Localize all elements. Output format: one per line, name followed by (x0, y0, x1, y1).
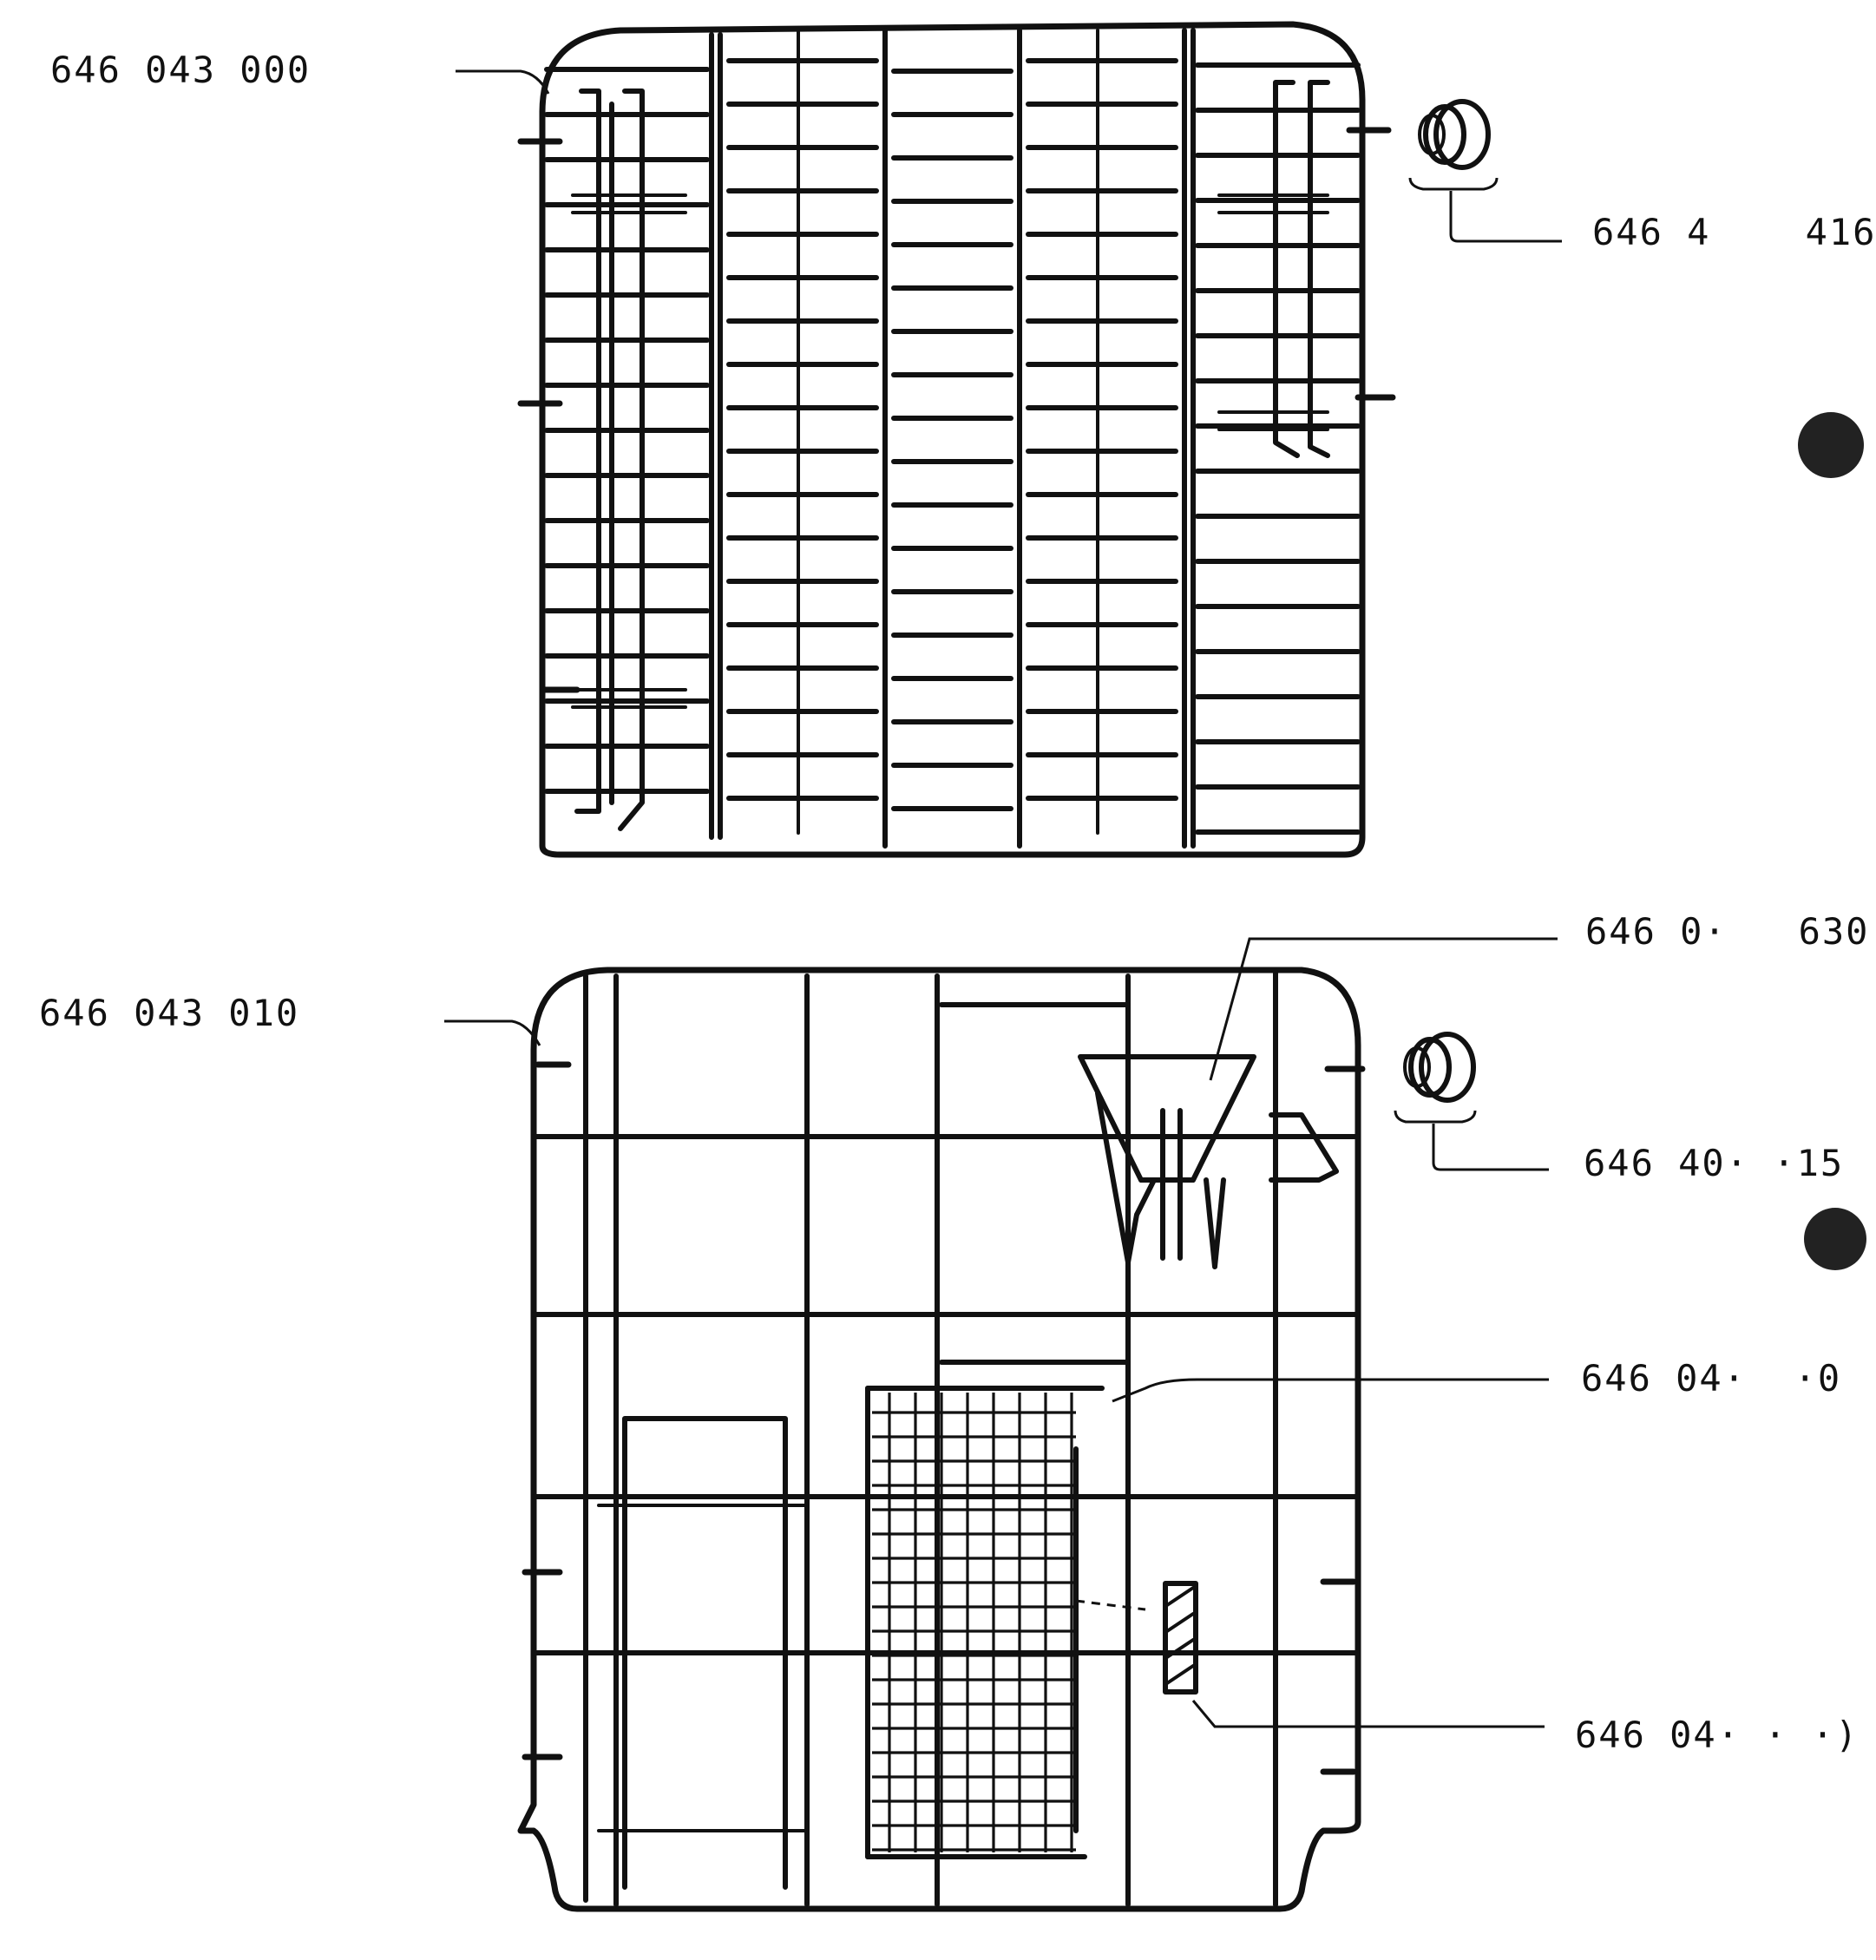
cutlery-basket-part-number: 646 04· ·0 (1581, 1357, 1842, 1400)
clip-leader (1191, 1700, 1545, 1728)
lower-basket-drawing (517, 967, 1366, 1912)
upper-basket-leader (456, 69, 550, 95)
upper-left-rack (544, 67, 710, 794)
upper-roller-part-number: 646 4 416 (1592, 211, 1876, 253)
lower-basket-grid (531, 973, 1361, 1907)
holder-part-number: 646 0· 630 (1585, 910, 1870, 953)
clip-hint-leader (1075, 1599, 1146, 1611)
lower-roller-wheel (1394, 1032, 1549, 1171)
punch-hole-top (1798, 412, 1864, 478)
upper-center-rack (726, 58, 1178, 811)
upper-basket-part-number: 646 043 000 (50, 49, 312, 91)
punch-hole-bottom (1804, 1208, 1866, 1270)
upper-basket-drawing (517, 21, 1396, 858)
clip-part-number: 646 04· · ·) (1575, 1714, 1860, 1756)
lower-basket-leader (444, 1019, 541, 1046)
lower-roller-part-number: 646 40· ·15 (1584, 1142, 1845, 1184)
hatched-clip (1163, 1581, 1198, 1695)
lower-basket-part-number: 646 043 010 (39, 992, 300, 1034)
cutlery-basket-leader (1112, 1378, 1549, 1403)
holder-funnel (1078, 1054, 1256, 1269)
upper-roller-wheel (1408, 99, 1562, 243)
holder-leader (1209, 937, 1558, 1081)
cutlery-basket (865, 1386, 1105, 1859)
